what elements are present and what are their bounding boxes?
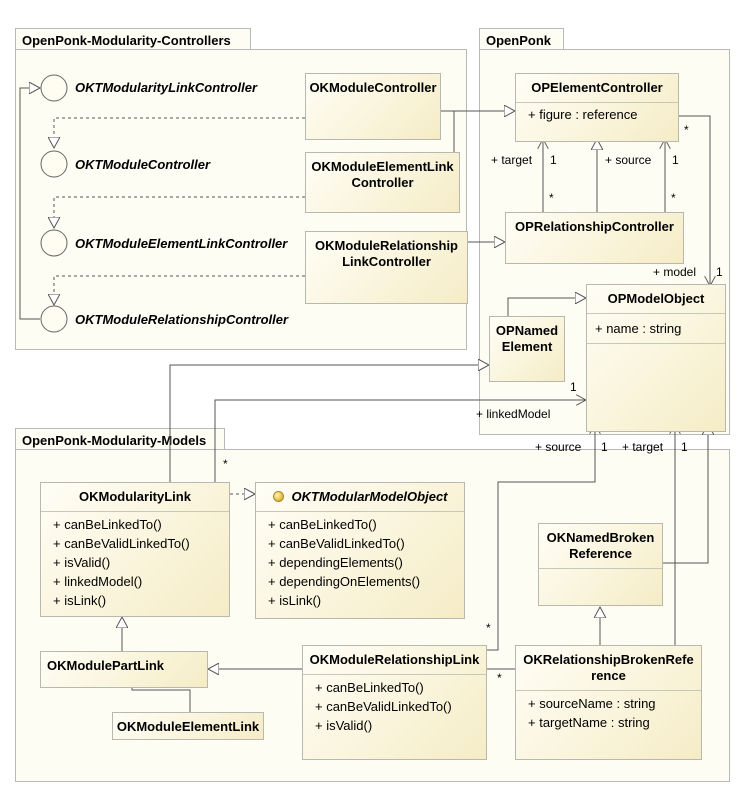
class-title-text: OKTModularModelObject bbox=[291, 489, 448, 504]
label-source: + source bbox=[605, 153, 652, 167]
class-separator bbox=[587, 313, 725, 314]
operation: + isLink() bbox=[53, 593, 107, 608]
label-source-multiplicity: 1 bbox=[672, 153, 679, 167]
attribute: + targetName : string bbox=[528, 715, 650, 730]
operation: + isLink() bbox=[268, 593, 322, 608]
operation: + canBeValidLinkedTo() bbox=[268, 536, 405, 551]
operation: + canBeLinkedTo() bbox=[315, 680, 424, 695]
class-separator bbox=[303, 674, 486, 675]
attribute: + sourceName : string bbox=[528, 696, 656, 711]
interface-circle-module-controller bbox=[40, 150, 68, 178]
class-relationship-broken-reference[interactable]: OKRelationshipBrokenRefe rence + sourceN… bbox=[515, 645, 702, 760]
class-title: OKModulePartLink bbox=[47, 658, 165, 673]
package-tab-openponk: OpenPonk bbox=[479, 28, 564, 50]
label-target: + target bbox=[491, 153, 533, 167]
class-separator bbox=[41, 511, 229, 512]
label-model-target-multiplicity: 1 bbox=[681, 440, 688, 454]
class-title-line-2: Controller bbox=[351, 175, 414, 190]
package-tab-models: OpenPonk-Modularity-Models bbox=[15, 428, 225, 450]
class-named-broken-reference[interactable]: OKNamedBroken Reference bbox=[538, 523, 663, 606]
interface-circle-module-relationship-controller bbox=[40, 305, 68, 333]
class-title: OPRelationshipController bbox=[515, 219, 674, 234]
class-title: OKModuleController bbox=[309, 80, 437, 95]
class-title: OKModuleRelationshipLink bbox=[309, 652, 480, 667]
operation: + isValid() bbox=[315, 718, 373, 733]
label-linked-model-star: * bbox=[223, 457, 228, 471]
class-module-controller[interactable]: OKModuleController bbox=[305, 73, 441, 140]
label-model-target: + target bbox=[622, 440, 664, 454]
class-model-object[interactable]: OPModelObject + name : string bbox=[586, 284, 726, 432]
class-title-line-1: OKModuleRelationship bbox=[315, 238, 458, 253]
label-relationship-link-star-1: * bbox=[486, 621, 491, 635]
operation: + dependingOnElements() bbox=[268, 574, 421, 589]
class-separator bbox=[539, 568, 662, 569]
package-tab-controllers: OpenPonk-Modularity-Controllers bbox=[15, 28, 251, 50]
label-target-star: * bbox=[549, 191, 554, 205]
class-module-relationship-link[interactable]: OKModuleRelationshipLink + canBeLinkedTo… bbox=[302, 645, 487, 760]
class-title-line-1: OKNamedBroken bbox=[546, 530, 655, 545]
class-title: OPElementController bbox=[531, 80, 663, 95]
operation: + canBeLinkedTo() bbox=[268, 517, 377, 532]
class-title: OKTModularModelObject bbox=[256, 483, 464, 505]
class-attributes: + sourceName : string + targetName : str… bbox=[516, 691, 701, 737]
operation: + canBeLinkedTo() bbox=[53, 517, 162, 532]
class-module-relationship-link-controller[interactable]: OKModuleRelationship LinkController bbox=[305, 231, 468, 304]
operation: + linkedModel() bbox=[53, 574, 143, 589]
interface-label-modularity-link-controller: OKTModularityLinkController bbox=[75, 80, 257, 95]
operation: + canBeValidLinkedTo() bbox=[53, 536, 190, 551]
class-separator bbox=[587, 343, 725, 344]
class-title-line-1: OPNamed bbox=[495, 323, 559, 338]
class-element-controller[interactable]: OPElementController + figure : reference bbox=[515, 73, 679, 142]
class-separator bbox=[256, 511, 464, 512]
label-linked-model: + linkedModel bbox=[476, 407, 551, 421]
class-modular-model-object[interactable]: OKTModularModelObject + canBeLinkedTo() … bbox=[255, 482, 465, 619]
label-model-multiplicity: 1 bbox=[716, 265, 723, 279]
class-title: OKModuleElementLink bbox=[116, 719, 260, 734]
interface-label-module-relationship-controller: OKTModuleRelationshipController bbox=[75, 312, 289, 327]
label-model-source: + source bbox=[535, 440, 582, 454]
class-title-line-2: Reference bbox=[569, 546, 632, 561]
attribute: + name : string bbox=[595, 321, 682, 336]
class-operations: + canBeLinkedTo() + canBeValidLinkedTo()… bbox=[303, 675, 486, 740]
operation: + dependingElements() bbox=[268, 555, 403, 570]
class-title: OKModularityLink bbox=[79, 489, 191, 504]
label-model-source-multiplicity: 1 bbox=[601, 440, 608, 454]
class-title-line-2: LinkController bbox=[342, 254, 431, 269]
interface-icon bbox=[272, 491, 284, 502]
operation: + isValid() bbox=[53, 555, 111, 570]
label-target-multiplicity: 1 bbox=[550, 153, 557, 167]
class-separator bbox=[516, 102, 678, 103]
class-module-part-link[interactable]: OKModulePartLink bbox=[40, 651, 208, 688]
class-module-element-link-controller[interactable]: OKModuleElementLink Controller bbox=[305, 152, 460, 213]
label-source-star: * bbox=[671, 191, 676, 205]
class-modularity-link[interactable]: OKModularityLink + canBeLinkedTo() + can… bbox=[40, 482, 230, 617]
class-relationship-controller[interactable]: OPRelationshipController bbox=[505, 212, 684, 264]
class-module-element-link[interactable]: OKModuleElementLink bbox=[112, 712, 264, 740]
class-title-line-2: rence bbox=[591, 668, 626, 683]
interface-label-module-controller: OKTModuleController bbox=[75, 157, 211, 172]
attribute: + figure : reference bbox=[528, 107, 638, 122]
class-title-line-1: OKModuleElementLink bbox=[311, 159, 454, 174]
class-title-line-2: Element bbox=[501, 339, 553, 354]
interface-circle-modularity-link-controller bbox=[40, 74, 68, 102]
operation: + canBeValidLinkedTo() bbox=[315, 699, 452, 714]
class-attributes: + name : string bbox=[587, 314, 725, 343]
label-linked-model-multiplicity: 1 bbox=[570, 380, 577, 394]
label-model: + model bbox=[653, 265, 697, 279]
class-title: OPModelObject bbox=[607, 291, 705, 306]
interface-label-module-element-link-controller: OKTModuleElementLinkController bbox=[75, 236, 288, 251]
class-operations: + canBeLinkedTo() + canBeValidLinkedTo()… bbox=[256, 512, 464, 615]
label-relationship-link-star-2: * bbox=[497, 671, 502, 685]
label-element-controller-star: * bbox=[684, 123, 689, 137]
class-attributes: + figure : reference bbox=[516, 103, 678, 129]
interface-circle-module-element-link-controller bbox=[40, 229, 68, 257]
class-operations: + canBeLinkedTo() + canBeValidLinkedTo()… bbox=[41, 512, 229, 615]
class-title-line-1: OKRelationshipBrokenRefe bbox=[523, 652, 694, 667]
class-separator bbox=[516, 690, 701, 691]
class-named-element[interactable]: OPNamed Element bbox=[489, 316, 565, 382]
